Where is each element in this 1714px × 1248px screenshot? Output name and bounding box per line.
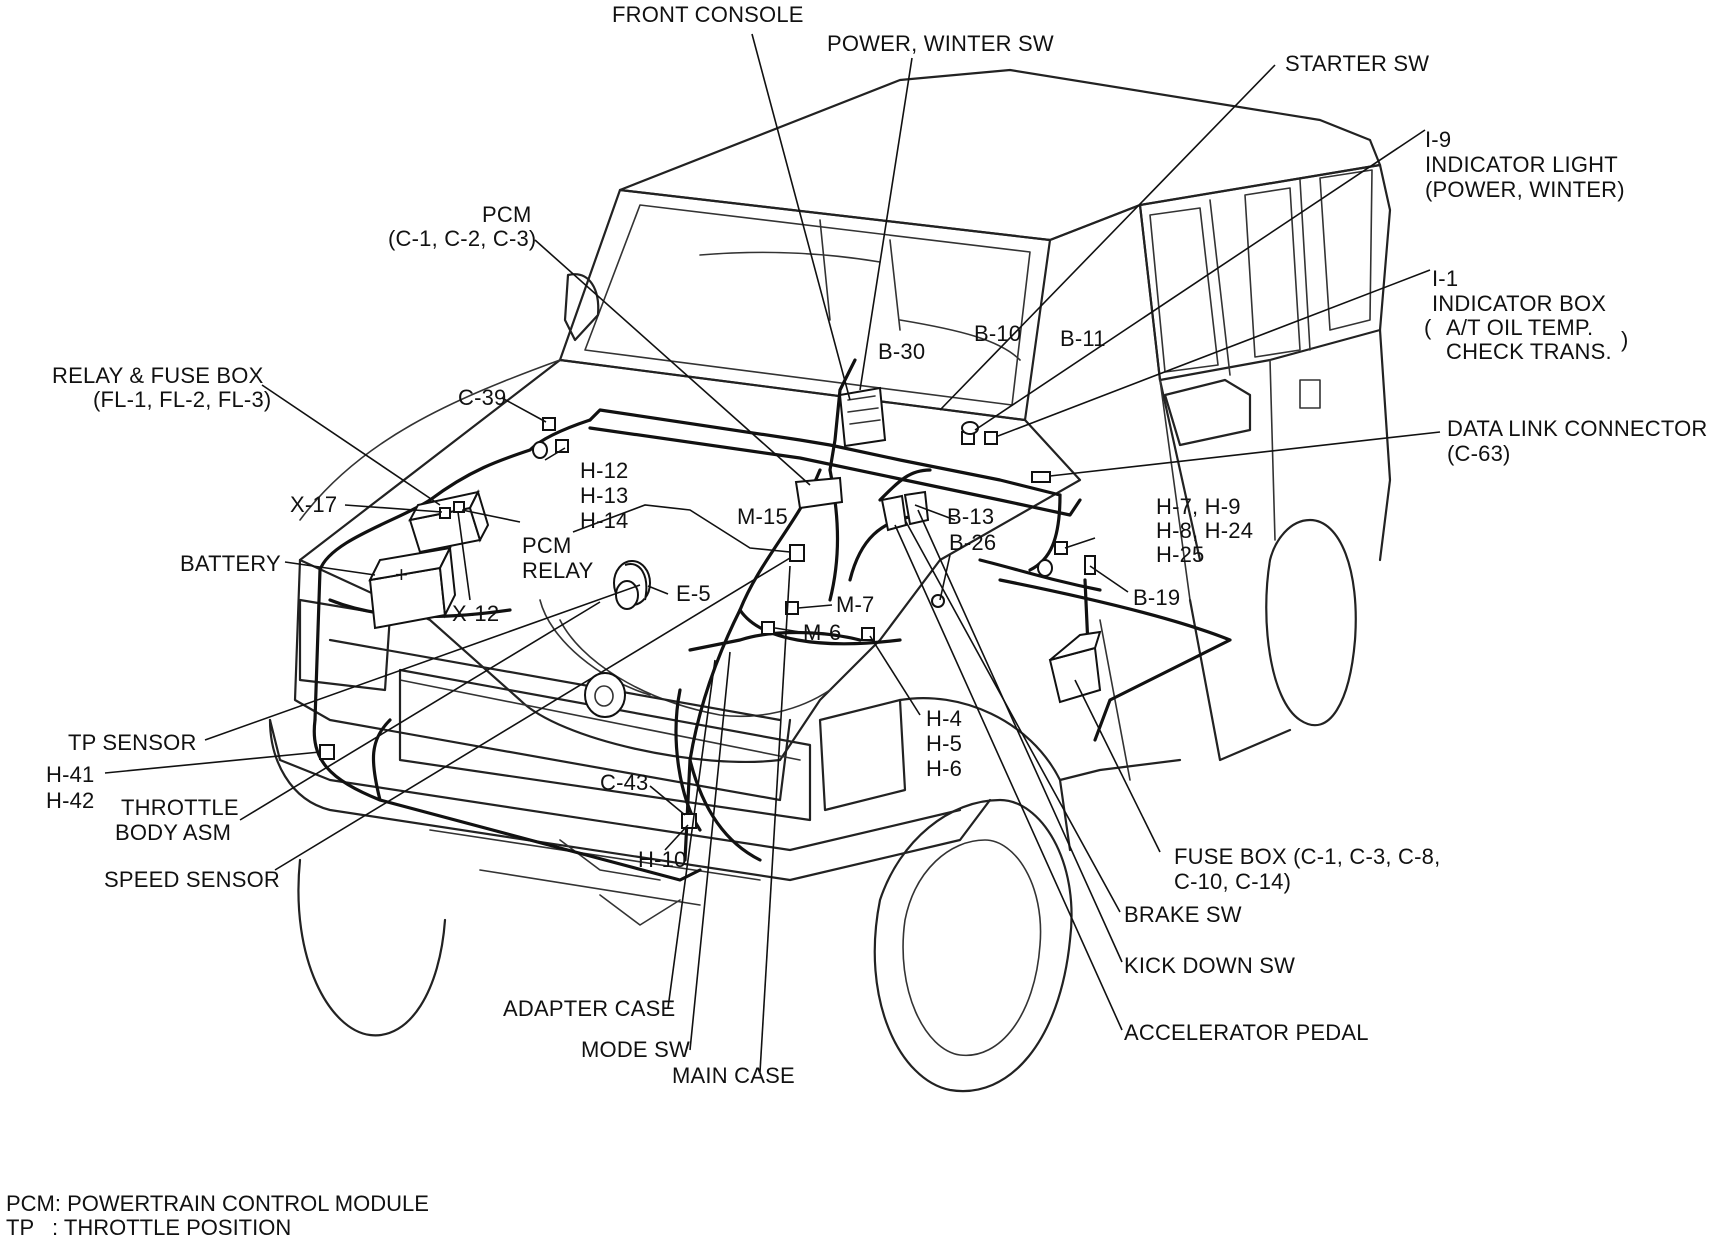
- label-h13: H-13: [580, 483, 629, 508]
- label-starter-sw: STARTER SW: [1285, 51, 1429, 76]
- label-relay-fuse-box-connectors: (FL-1, FL-2, FL-3): [93, 387, 271, 412]
- label-h7-h9: H-7, H-9: [1156, 494, 1241, 519]
- label-b19: B-19: [1133, 585, 1180, 610]
- wiring-harness: [312, 358, 1232, 882]
- label-fuse-box-connectors: C-10, C-14): [1174, 869, 1291, 894]
- label-main-case: MAIN CASE: [672, 1063, 795, 1088]
- label-b30: B-30: [878, 339, 925, 364]
- label-i9-line1: INDICATOR LIGHT: [1425, 152, 1618, 177]
- label-throttle-body-asm: BODY ASM: [115, 820, 231, 845]
- labels: FRONT CONSOLE POWER, WINTER SW STARTER S…: [46, 2, 1708, 1088]
- label-e5: E-5: [676, 581, 711, 606]
- label-h4: H-4: [926, 706, 962, 731]
- label-pcm-relay-line2: RELAY: [522, 558, 594, 583]
- label-mode-sw: MODE SW: [581, 1037, 690, 1062]
- connector-c39b: [532, 441, 548, 459]
- label-brake-sw: BRAKE SW: [1124, 902, 1242, 927]
- relay-fuse-box-shape: [408, 489, 490, 554]
- label-b11: B-11: [1060, 326, 1106, 351]
- b26-shape: [931, 594, 945, 608]
- label-front-console: FRONT CONSOLE: [612, 2, 804, 27]
- connector-h12: [555, 439, 569, 453]
- label-h12: H-12: [580, 458, 629, 483]
- connector-b19: [1084, 555, 1096, 575]
- front-console-block: [838, 386, 887, 448]
- label-i1: I-1: [1432, 266, 1458, 291]
- label-pcm-relay: PCM: [522, 533, 572, 558]
- label-throttle: THROTTLE: [121, 795, 239, 820]
- label-b13: B-13: [947, 504, 994, 529]
- label-power-winter-sw: POWER, WINTER SW: [827, 31, 1054, 56]
- abbreviation-legend: PCM: POWERTRAIN CONTROL MODULE TP : THRO…: [6, 1192, 429, 1240]
- connector-h25: [1037, 559, 1053, 577]
- label-i1-line3: CHECK TRANS.: [1446, 339, 1612, 364]
- label-h41: H-41: [46, 762, 95, 787]
- throttle-body-shape: [613, 560, 651, 610]
- b13-shape: [903, 490, 930, 526]
- svg-text:+: +: [395, 562, 408, 587]
- label-pcm: PCM: [482, 202, 532, 227]
- label-h42: H-42: [46, 788, 95, 813]
- label-m7: M-7: [836, 592, 875, 617]
- connector-x17: [439, 507, 451, 519]
- connector-m6: [761, 621, 775, 635]
- label-c39: C-39: [458, 385, 507, 410]
- label-m15: M-15: [737, 504, 788, 529]
- label-tp-sensor: TP SENSOR: [68, 730, 197, 755]
- label-h6: H-6: [926, 756, 962, 781]
- label-accelerator-pedal: ACCELERATOR PEDAL: [1124, 1020, 1369, 1045]
- connector-m15: [789, 544, 805, 562]
- label-m6: M-6: [803, 620, 842, 645]
- label-pcm-connectors: (C-1, C-2, C-3): [388, 226, 536, 251]
- round-component: [584, 672, 626, 718]
- label-h5: H-5: [926, 731, 962, 756]
- label-h8-h24: H-8, H-24: [1156, 518, 1253, 543]
- label-data-link: DATA LINK CONNECTOR: [1447, 416, 1708, 441]
- label-speed-sensor: SPEED SENSOR: [104, 867, 280, 892]
- label-h10: H-10: [638, 847, 687, 872]
- connector-data-link: [1031, 471, 1051, 483]
- label-adapter-case: ADAPTER CASE: [503, 996, 675, 1021]
- label-b10: B-10: [974, 321, 1021, 346]
- svg-text:): ): [1621, 327, 1629, 352]
- label-fuse-box: FUSE BOX (C-1, C-3, C-8,: [1174, 844, 1440, 869]
- pcm-box: [794, 476, 844, 510]
- connector-b10: [961, 421, 979, 435]
- label-h14: H-14: [580, 508, 629, 533]
- connector-x12: [453, 501, 465, 513]
- connector-c39: [542, 417, 556, 431]
- label-kick-down-sw: KICK DOWN SW: [1124, 953, 1295, 978]
- legend-tp: TP : THROTTLE POSITION: [6, 1215, 292, 1240]
- legend-pcm: PCM: POWERTRAIN CONTROL MODULE: [6, 1191, 429, 1216]
- connector-b11b: [984, 431, 998, 445]
- label-i9: I-9: [1425, 127, 1451, 152]
- label-i1-line2: A/T OIL TEMP.: [1446, 315, 1593, 340]
- label-i1-line1: INDICATOR BOX: [1432, 291, 1606, 316]
- label-data-link-connector: (C-63): [1447, 441, 1511, 466]
- components: +: [319, 386, 1102, 829]
- svg-text:(: (: [1424, 315, 1432, 340]
- leader-lines: [104, 33, 1441, 1073]
- label-h25: H-25: [1156, 542, 1205, 567]
- label-battery: BATTERY: [180, 551, 281, 576]
- battery-shape: +: [368, 544, 457, 630]
- label-i9-line2: (POWER, WINTER): [1425, 177, 1625, 202]
- label-relay-fuse-box: RELAY & FUSE BOX: [52, 363, 264, 388]
- connector-h41: [319, 744, 335, 760]
- label-b26: B-26: [949, 530, 996, 555]
- brake-sw-shape: [880, 494, 908, 532]
- label-x12: X-12: [452, 601, 499, 626]
- label-x17: X-17: [290, 492, 337, 517]
- label-c43: C-43: [600, 770, 649, 795]
